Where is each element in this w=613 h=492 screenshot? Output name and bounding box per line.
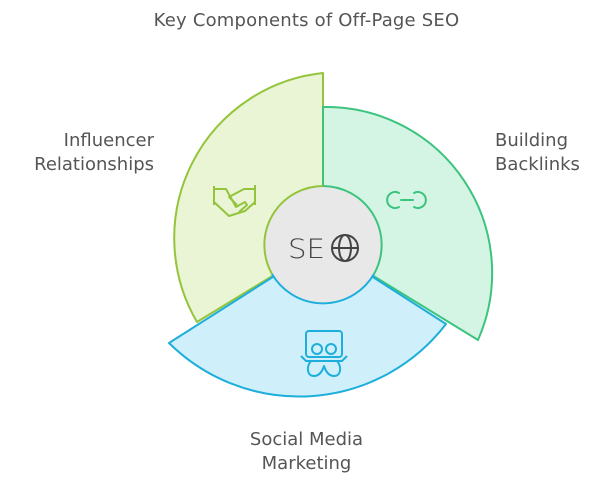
center-arc-blue bbox=[271, 273, 375, 305]
segment-social-media-marketing bbox=[168, 244, 447, 398]
link-icon bbox=[386, 191, 427, 209]
label-building-backlinks: Building Backlinks bbox=[495, 129, 580, 177]
label-line: Influencer bbox=[63, 130, 154, 151]
handshake-icon bbox=[213, 185, 256, 217]
segment-building-backlinks bbox=[322, 105, 494, 341]
center-seo-text: SE bbox=[288, 234, 325, 265]
diagram-title: Key Components of Off-Page SEO bbox=[153, 10, 460, 31]
label-line: Building bbox=[495, 130, 569, 151]
center-circle bbox=[264, 186, 382, 304]
globe-icon bbox=[331, 234, 359, 262]
label-line: Social Media bbox=[249, 429, 364, 450]
label-line: Relationships bbox=[34, 154, 154, 175]
label-social-media-marketing: Social Media Marketing bbox=[0, 428, 613, 476]
label-influencer-relationships: Influencer Relationships bbox=[34, 129, 154, 177]
label-line: Backlinks bbox=[495, 154, 580, 175]
label-line: Marketing bbox=[261, 453, 352, 474]
center-arc-green bbox=[263, 185, 324, 275]
center-arc-teal bbox=[322, 185, 383, 275]
slideshare-icon bbox=[300, 330, 348, 377]
